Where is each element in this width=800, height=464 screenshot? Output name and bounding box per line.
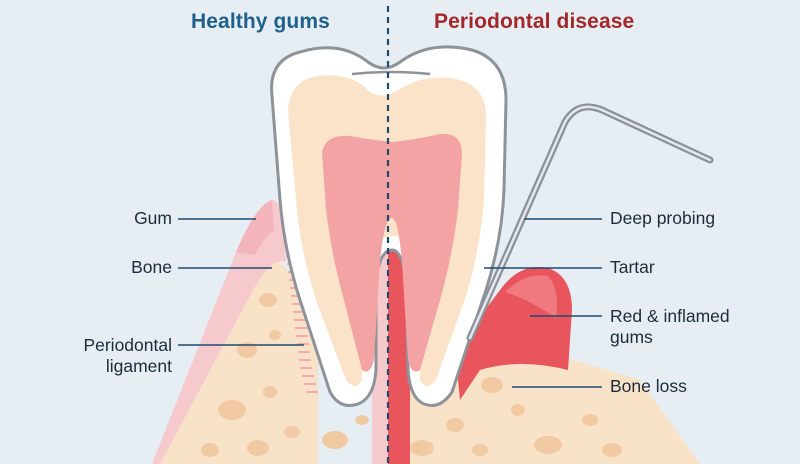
bone-loss-label: Bone loss bbox=[610, 376, 687, 396]
healthy-bone bbox=[160, 261, 318, 464]
dental-probe-shine bbox=[468, 105, 712, 340]
periodontal-disease-heading: Periodontal disease bbox=[434, 10, 635, 33]
right-leader-lines bbox=[484, 218, 602, 388]
red-inflamed-gums-label: Red & inflamed gums bbox=[610, 306, 730, 347]
tartar-label: Tartar bbox=[610, 257, 655, 277]
inter-root-gum-diseased bbox=[388, 250, 410, 464]
left-leader-lines bbox=[178, 218, 304, 346]
inflamed-gum-highlight bbox=[505, 275, 557, 318]
bone-label: Bone bbox=[131, 257, 172, 277]
crown-groove bbox=[351, 70, 431, 76]
healthy-gum bbox=[152, 200, 286, 464]
healthy-gum-inner bbox=[236, 200, 274, 255]
diseased-bone bbox=[400, 352, 700, 464]
gum-label: Gum bbox=[134, 208, 172, 228]
healthy-gums-heading: Healthy gums bbox=[191, 10, 330, 33]
deep-probing-label: Deep probing bbox=[610, 208, 716, 228]
bone-spots bbox=[201, 293, 622, 457]
tooth-pulp bbox=[322, 133, 462, 372]
periodontal-ligament-label: Periodontal ligament bbox=[83, 335, 172, 376]
